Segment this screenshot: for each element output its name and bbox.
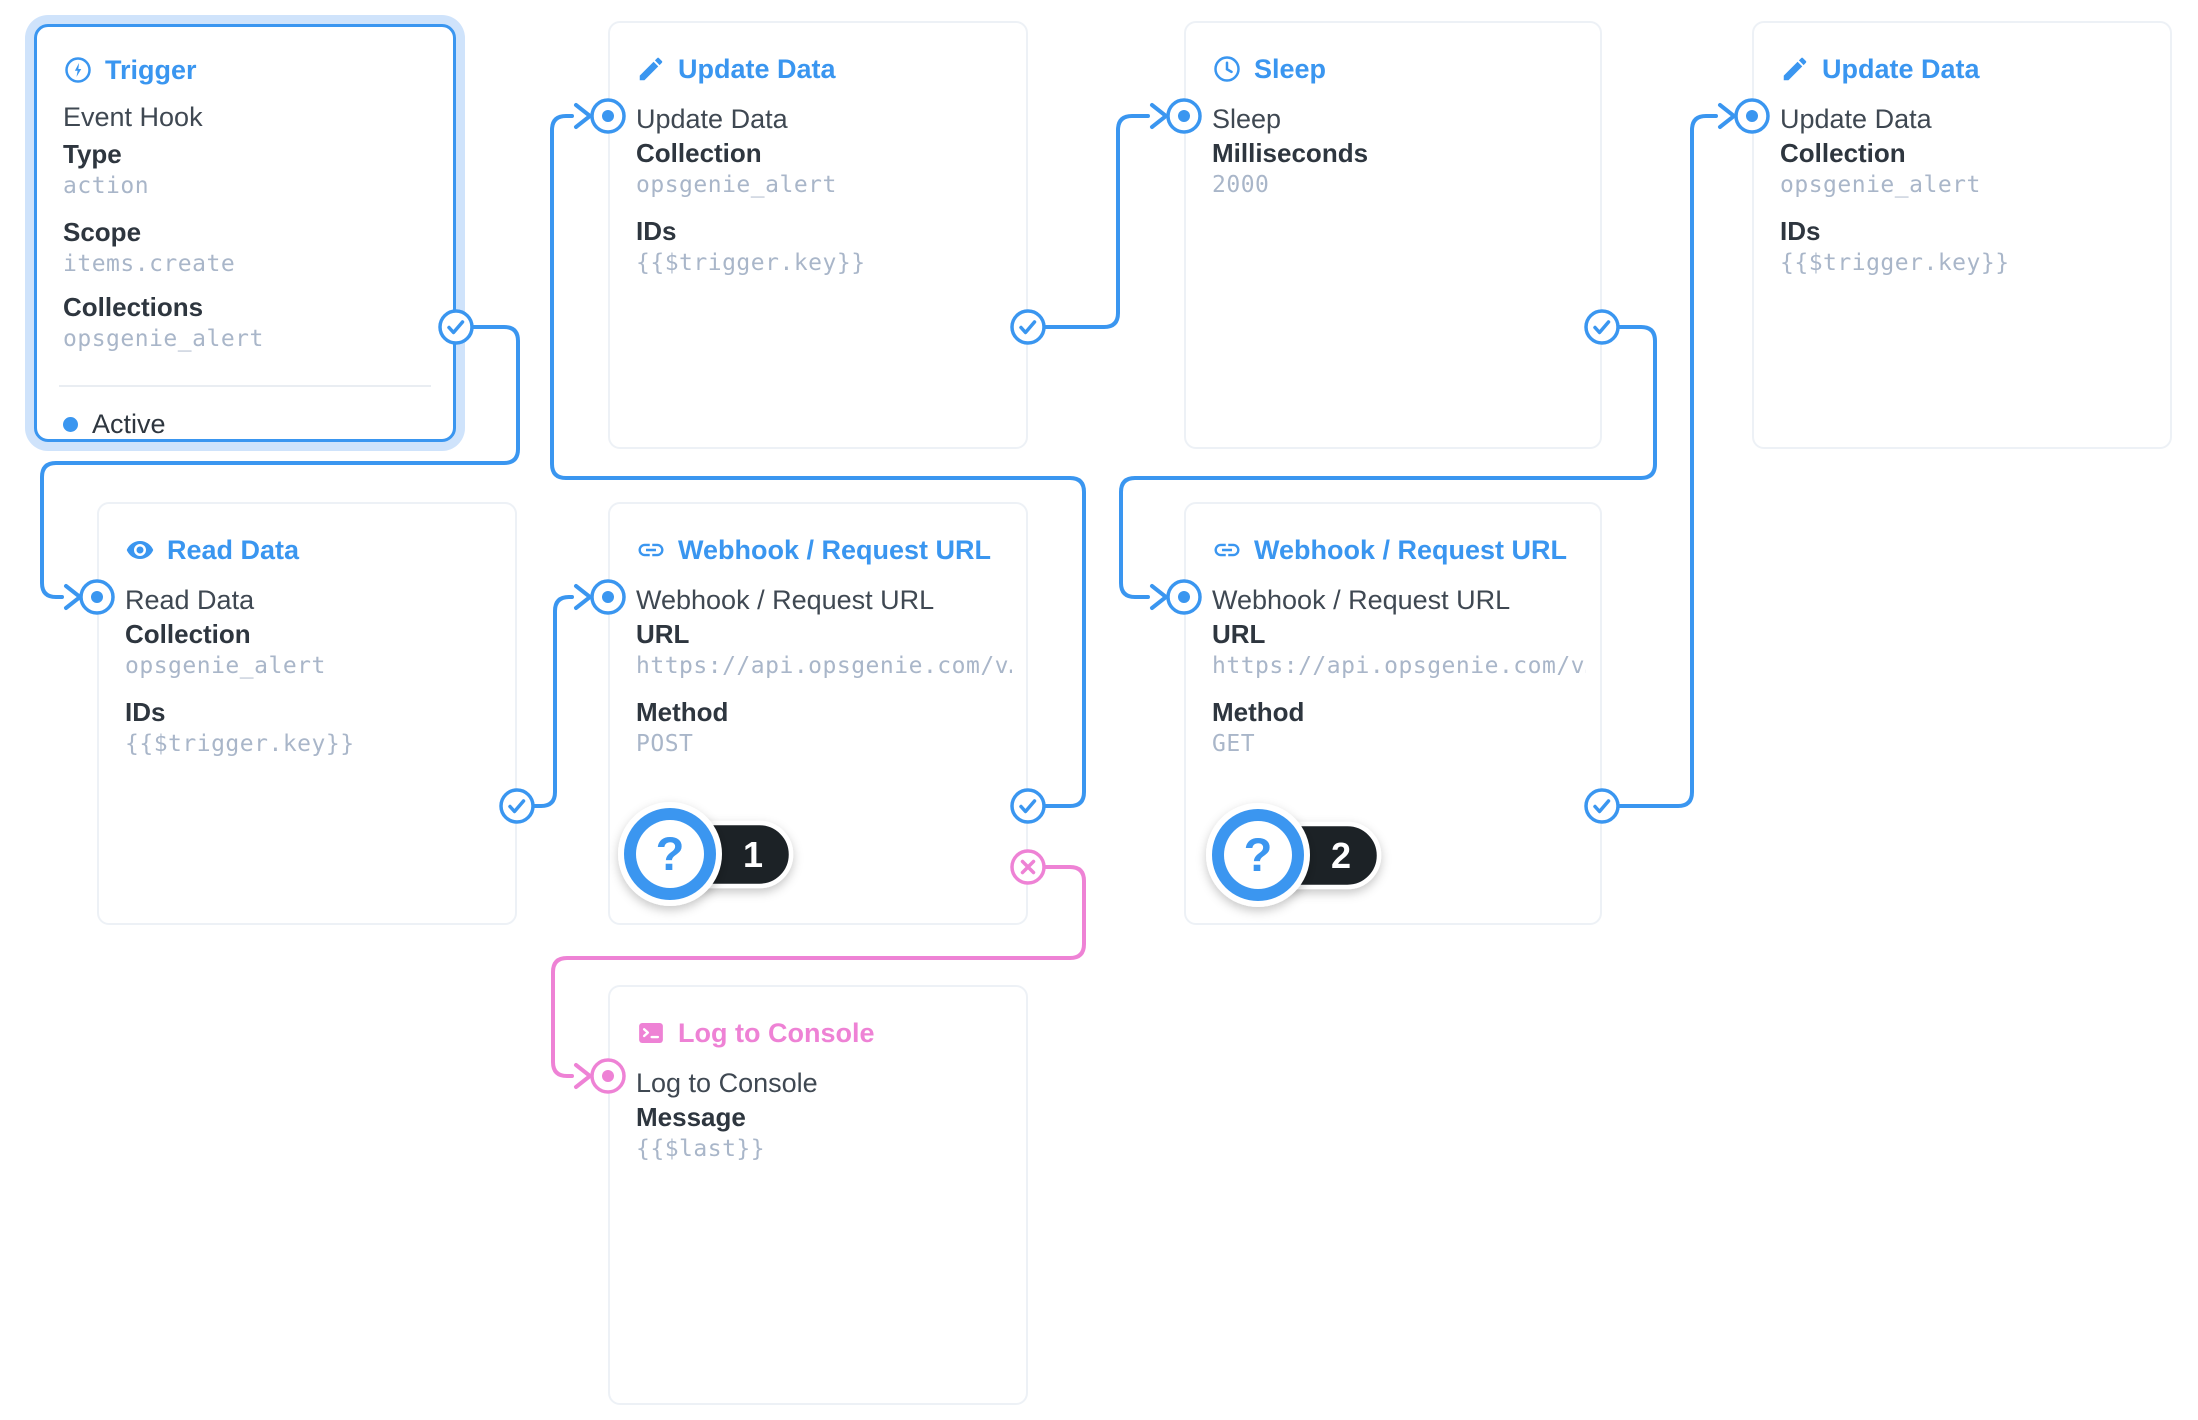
field-label: Message	[636, 1102, 746, 1132]
node-title-label: Sleep	[1254, 53, 1327, 84]
node-title-label: Webhook / Request URL	[1254, 534, 1568, 565]
arrowhead-icon	[574, 103, 594, 129]
field-value: {{$trigger.key}}	[636, 250, 866, 276]
connection-read-data-webhook-1	[531, 595, 574, 808]
field-value: {{$last}}	[636, 1136, 766, 1162]
node-title-label: Update Data	[1822, 53, 1980, 84]
arrowhead-icon	[1150, 103, 1170, 129]
clock-icon	[1212, 54, 1242, 84]
node-card-update-data-1[interactable]: Update Data Update Data Collection opsge…	[608, 21, 1028, 449]
node-name: Webhook / Request URL	[636, 585, 935, 615]
field-label: Scope	[63, 217, 142, 247]
arrowhead-icon	[1718, 103, 1738, 129]
field-value: opsgenie_alert	[636, 172, 837, 198]
terminal-icon	[636, 1018, 666, 1048]
field-value: 2000	[1212, 172, 1270, 198]
field-label: Method	[1212, 697, 1305, 727]
node-title-label: Read Data	[167, 534, 300, 565]
field-label: Milliseconds	[1212, 138, 1369, 168]
pencil-icon	[636, 54, 666, 84]
node-card-trigger[interactable]: Trigger Event Hook Type action Scope ite…	[34, 24, 456, 442]
field-value: https://api.opsgenie.com/v…	[1212, 653, 1586, 679]
field-label: Collection	[125, 619, 251, 649]
field-label: IDs	[1780, 216, 1821, 246]
field-label: URL	[636, 619, 690, 649]
trigger-kind: Event Hook	[63, 102, 203, 132]
node-title-sleep: Sleep	[1212, 52, 1584, 86]
arrowhead-icon	[1150, 584, 1170, 610]
node-name: Sleep	[1212, 104, 1282, 134]
field-label: Method	[636, 697, 729, 727]
node-title-label: Log to Console	[678, 1017, 875, 1048]
node-title-update-data-2: Update Data	[1780, 52, 2154, 86]
eye-icon	[125, 535, 155, 565]
node-name: Webhook / Request URL	[1212, 585, 1511, 615]
field-label: Collection	[636, 138, 762, 168]
node-title-label: Webhook / Request URL	[678, 534, 992, 565]
node-name: Log to Console	[636, 1068, 818, 1098]
field-label: Collection	[1780, 138, 1906, 168]
field-value: https://api.opsgenie.com/v…	[636, 653, 1012, 679]
field-value: opsgenie_alert	[1780, 172, 1981, 198]
field-label: IDs	[636, 216, 677, 246]
node-title-read-data: Read Data	[125, 533, 499, 567]
pencil-icon	[1780, 54, 1810, 84]
field-value: GET	[1212, 731, 1256, 757]
link-icon	[636, 535, 666, 565]
arrowhead-icon	[64, 584, 84, 610]
node-title-label: Update Data	[678, 53, 836, 84]
node-name: Update Data	[1780, 104, 1932, 134]
node-title-webhook-2: Webhook / Request URL	[1212, 533, 1584, 567]
node-name: Update Data	[636, 104, 788, 134]
field-value: POST	[636, 731, 694, 757]
node-card-log-to-console[interactable]: Log to Console Log to Console Message {{…	[608, 985, 1028, 1405]
divider	[59, 385, 431, 387]
arrowhead-icon	[574, 1063, 594, 1089]
bolt-circle-icon	[63, 55, 93, 85]
field-label: Type	[63, 139, 122, 169]
arrowhead-icon	[574, 584, 594, 610]
node-title-label: Trigger	[105, 54, 197, 85]
status-badge: Active	[92, 408, 166, 439]
status-row: Active	[63, 408, 437, 440]
field-label: URL	[1212, 619, 1266, 649]
active-dot-icon	[63, 416, 78, 432]
node-name: Read Data	[125, 585, 255, 615]
node-card-webhook-1[interactable]: Webhook / Request URL Webhook / Request …	[608, 502, 1028, 925]
node-card-update-data-2[interactable]: Update Data Update Data Collection opsge…	[1752, 21, 2172, 449]
connection-webhook-2-update-data-2	[1616, 114, 1718, 808]
node-card-sleep[interactable]: Sleep Sleep Milliseconds 2000	[1184, 21, 1602, 449]
field-label: Collections	[63, 292, 204, 322]
node-card-webhook-2[interactable]: Webhook / Request URL Webhook / Request …	[1184, 502, 1602, 925]
field-value: opsgenie_alert	[125, 653, 326, 679]
field-value: {{$trigger.key}}	[125, 731, 355, 757]
node-title-update-data-1: Update Data	[636, 52, 1010, 86]
field-value: opsgenie_alert	[63, 326, 264, 352]
node-card-read-data[interactable]: Read Data Read Data Collection opsgenie_…	[97, 502, 517, 925]
node-title-webhook-1: Webhook / Request URL	[636, 533, 1010, 567]
node-title-log-to-console: Log to Console	[636, 1016, 1010, 1050]
field-label: IDs	[125, 697, 166, 727]
field-value: action	[63, 173, 150, 199]
field-value: {{$trigger.key}}	[1780, 250, 2010, 276]
field-value: items.create	[63, 251, 236, 277]
link-icon	[1212, 535, 1242, 565]
node-title-trigger: Trigger	[63, 53, 437, 87]
connection-update-data-1-sleep	[1042, 114, 1150, 329]
